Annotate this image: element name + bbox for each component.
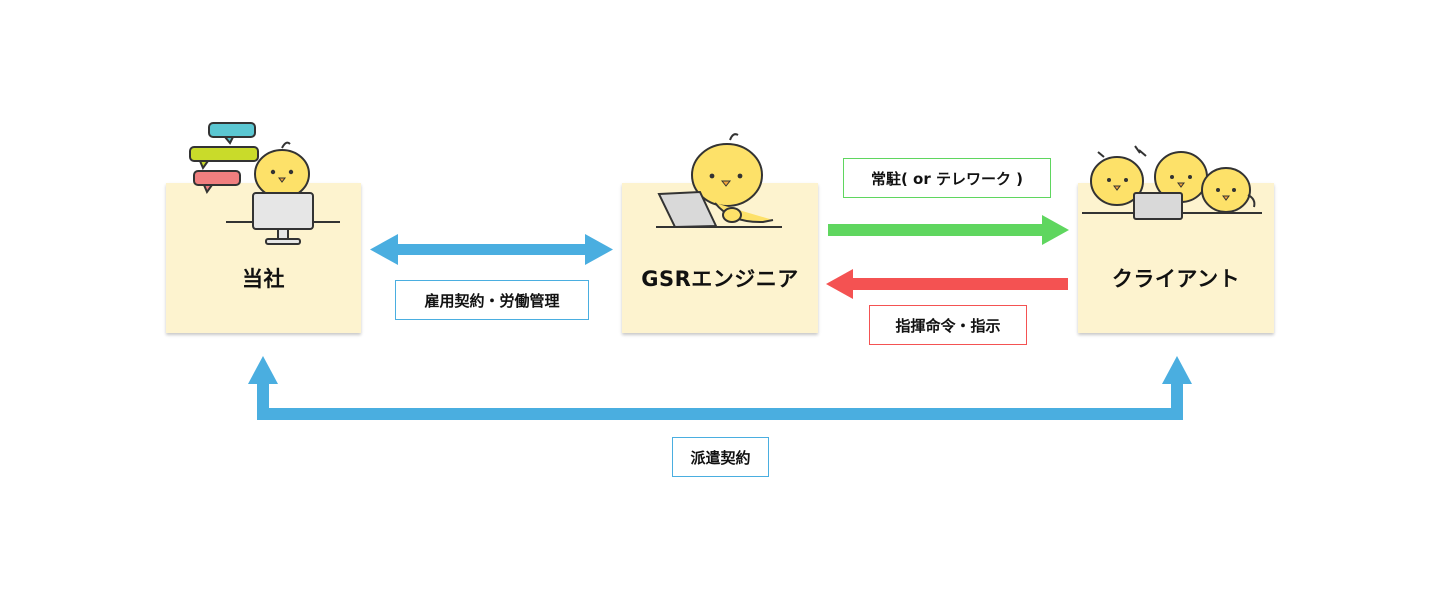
employment-tag: 雇用契約・労働管理 [395, 280, 589, 320]
onsite-arrow [828, 215, 1069, 245]
onsite-tag: 常駐( or テレワーク ) [843, 158, 1051, 198]
engineer-label: GSRエンジニア [641, 267, 799, 291]
chick-group-icon [1082, 145, 1262, 220]
employment-double-arrow [370, 234, 613, 265]
client-label: クライアント [1111, 267, 1241, 291]
company-label: 当社 [242, 267, 285, 291]
chick-with-laptop-icon [656, 133, 782, 229]
command-arrow [826, 269, 1068, 299]
speech-bubbles-icon [189, 122, 259, 195]
chick-at-desk-icon [226, 141, 340, 245]
dispatch-bracket-arrow [248, 356, 1192, 420]
command-tag: 指揮命令・指示 [869, 305, 1027, 345]
dispatch-tag: 派遣契約 [672, 437, 769, 477]
